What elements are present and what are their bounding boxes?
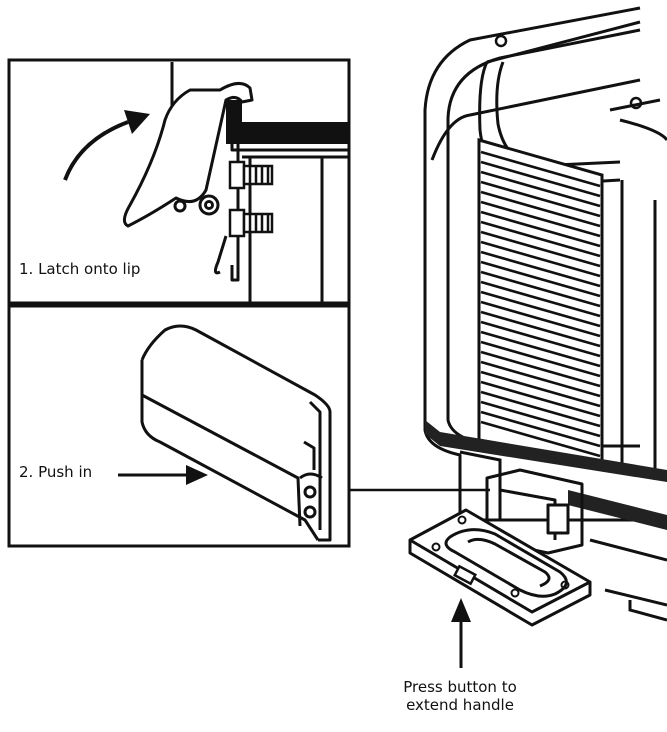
base-band [425, 420, 667, 622]
tray-screw-2 [431, 542, 441, 552]
screw-top-left [494, 34, 508, 48]
push-arrow [118, 465, 208, 485]
press-button-label: Press button to extend handle [350, 678, 570, 714]
tray-screw-1 [457, 515, 467, 525]
extend-handle [408, 508, 592, 627]
panel-2-handle [140, 324, 332, 542]
fittings [228, 160, 274, 238]
press-label-line-2: extend handle [406, 696, 514, 714]
side-panel [619, 118, 667, 480]
rotate-arrow [63, 110, 150, 181]
vent-grille [477, 138, 604, 464]
tray-screw-3 [510, 588, 520, 598]
tray-screw-4 [560, 580, 570, 590]
screw-top-right [629, 96, 643, 110]
step-1-label: 1. Latch onto lip [19, 260, 141, 278]
press-button [453, 564, 477, 586]
step-2-label: 2. Push in [19, 463, 93, 481]
press-arrow [451, 598, 471, 668]
press-label-line-1: Press button to [403, 678, 517, 696]
panel-2-frame [7, 304, 351, 548]
lip-plate [226, 100, 349, 144]
